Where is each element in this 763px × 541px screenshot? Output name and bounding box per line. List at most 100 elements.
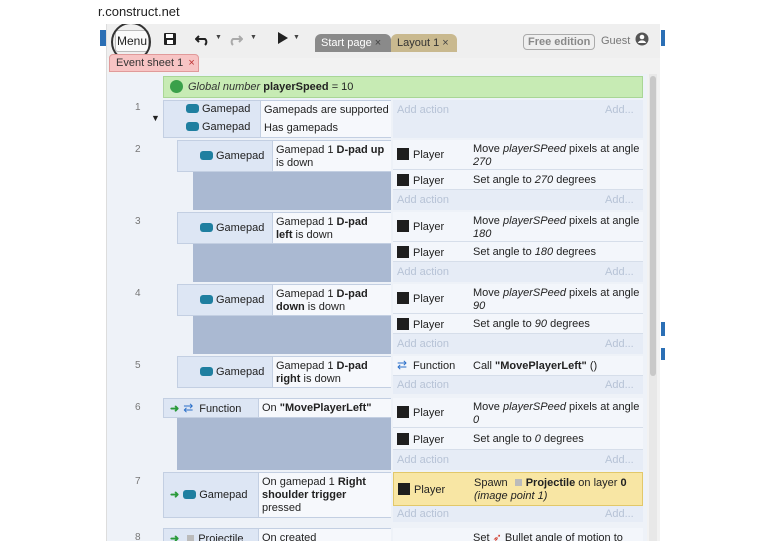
condition-object: Gamepad (200, 294, 264, 306)
add-more-link[interactable]: Add... (605, 454, 634, 466)
add-action-link[interactable]: Add action (397, 194, 449, 206)
action-object: Player (397, 246, 444, 259)
user-name[interactable]: Guest (601, 35, 631, 47)
sub-event-area (193, 316, 391, 354)
action-text: Set angle to 180 degrees (473, 246, 596, 258)
action-row[interactable]: Player Move playerSPeed pixels at angle … (393, 212, 643, 242)
redo-icon[interactable] (227, 32, 244, 50)
projectile-icon (514, 479, 522, 486)
free-edition-badge[interactable]: Free edition (523, 34, 596, 50)
main-toolbar: Menu ▼ ▼ ▼ Start page× Layout 1× Free ed… (107, 24, 660, 62)
action-row[interactable]: Player Move playerSPeed pixels at angle … (393, 398, 643, 428)
action-object: Player (397, 406, 444, 419)
user-icon[interactable] (635, 32, 649, 46)
action-text: Move playerSPeed pixels at angle 90 (473, 287, 640, 312)
condition-object: Gamepad (200, 366, 264, 378)
action-text: Move playerSPeed pixels at angle 0 (473, 401, 640, 426)
tab-event-sheet-1[interactable]: Event sheet 1 × (109, 54, 199, 72)
event-8-condition[interactable]: ➜Projectile On created (163, 528, 391, 541)
action-row[interactable]: Player Spawn Projectile on layer 0(image… (393, 472, 643, 506)
gamepad-icon (200, 295, 213, 304)
close-icon[interactable]: × (442, 37, 449, 49)
gamepad-icon (186, 122, 199, 131)
action-row[interactable]: Player Move playerSPeed pixels at angle … (393, 140, 643, 170)
close-icon[interactable]: × (188, 57, 195, 69)
trigger-arrow-icon: ➜ (170, 489, 180, 501)
add-more-link[interactable]: Add... (605, 194, 634, 206)
redo-dropdown-icon[interactable]: ▼ (250, 34, 257, 41)
add-more-link[interactable]: Add... (605, 104, 634, 116)
event-8-actions: Set ➶ Bullet angle of motion to (393, 528, 643, 541)
add-action-link[interactable]: Add action (397, 266, 449, 278)
gamepad-icon (200, 223, 213, 232)
player-sprite-icon (397, 292, 409, 304)
global-variable[interactable]: Global number playerSpeed = 10 (163, 76, 643, 98)
tab-start-page[interactable]: Start page× (315, 34, 391, 52)
sub-event-area (193, 244, 391, 282)
condition-text: On created (262, 532, 317, 541)
event-6-condition[interactable]: ➜⇄Function On "MovePlayerLeft" (163, 398, 391, 418)
event-sheet: Global number playerSpeed = 10 1 ▼ Gamep… (107, 74, 647, 541)
condition-text: On "MovePlayerLeft" (262, 402, 372, 414)
condition-object: ➜Projectile (170, 532, 243, 541)
event-number: 7 (135, 476, 141, 487)
event-number: 6 (135, 402, 141, 413)
add-more-link[interactable]: Add... (605, 508, 634, 520)
action-row[interactable]: Player Set angle to 90 degrees (393, 314, 643, 334)
global-var-type: Global number (188, 81, 261, 93)
event-3-actions: Player Move playerSPeed pixels at angle … (393, 212, 643, 282)
play-icon[interactable] (277, 32, 289, 48)
event-2-actions: Player Move playerSPeed pixels at angle … (393, 140, 643, 210)
tab-label: Start page (321, 37, 372, 49)
sub-event-area (193, 172, 391, 210)
play-dropdown-icon[interactable]: ▼ (293, 34, 300, 41)
action-text: Call "MovePlayerLeft" () (473, 360, 598, 372)
global-var-name: playerSpeed (263, 81, 329, 93)
action-text: Set angle to 90 degrees (473, 318, 590, 330)
action-text: Set ➶ Bullet angle of motion to (473, 532, 623, 541)
action-row[interactable]: Player Set angle to 270 degrees (393, 170, 643, 190)
add-action-link[interactable]: Add action (397, 454, 449, 466)
event-1-conditions[interactable]: Gamepad Gamepads are supported Gamepad H… (163, 100, 391, 138)
event-6-actions: Player Move playerSPeed pixels at angle … (393, 398, 643, 470)
action-row[interactable]: Set ➶ Bullet angle of motion to (393, 528, 643, 541)
action-row[interactable]: Player Set angle to 180 degrees (393, 242, 643, 262)
player-sprite-icon (397, 174, 409, 186)
globe-icon (170, 80, 183, 93)
collapse-icon[interactable]: ▼ (151, 113, 160, 123)
action-row[interactable]: ⇄Function Call "MovePlayerLeft" () (393, 356, 643, 376)
close-icon[interactable]: × (374, 37, 382, 49)
add-action-link[interactable]: Add action (397, 508, 449, 520)
sub-event-area (177, 418, 391, 470)
condition-object: Gamepad (200, 222, 264, 234)
add-more-link[interactable]: Add... (605, 379, 634, 391)
add-action-link[interactable]: Add action (397, 338, 449, 350)
event-2-condition[interactable]: Gamepad Gamepad 1 D-pad up is down (177, 140, 391, 172)
event-number: 2 (135, 144, 141, 155)
condition-object: ➜⇄Function (170, 401, 242, 415)
scrollbar-thumb[interactable] (650, 76, 656, 376)
undo-icon[interactable] (194, 32, 211, 50)
tab-layout-1[interactable]: Layout 1× (391, 34, 457, 52)
save-icon[interactable] (163, 32, 177, 50)
action-row[interactable]: Player Set angle to 0 degrees (393, 428, 643, 450)
add-action-link[interactable]: Add action (397, 104, 449, 116)
condition-text: Has gamepads (264, 122, 338, 134)
add-action-link[interactable]: Add action (397, 379, 449, 391)
gamepad-icon (200, 151, 213, 160)
action-object: Player (397, 148, 444, 161)
add-more-link[interactable]: Add... (605, 266, 634, 278)
action-row[interactable]: Player Move playerSPeed pixels at angle … (393, 284, 643, 314)
add-more-link[interactable]: Add... (605, 338, 634, 350)
projectile-icon (187, 535, 195, 541)
undo-dropdown-icon[interactable]: ▼ (215, 34, 222, 41)
action-object: Player (397, 220, 444, 233)
action-text: Set angle to 270 degrees (473, 174, 596, 186)
action-object: Player (397, 174, 444, 187)
